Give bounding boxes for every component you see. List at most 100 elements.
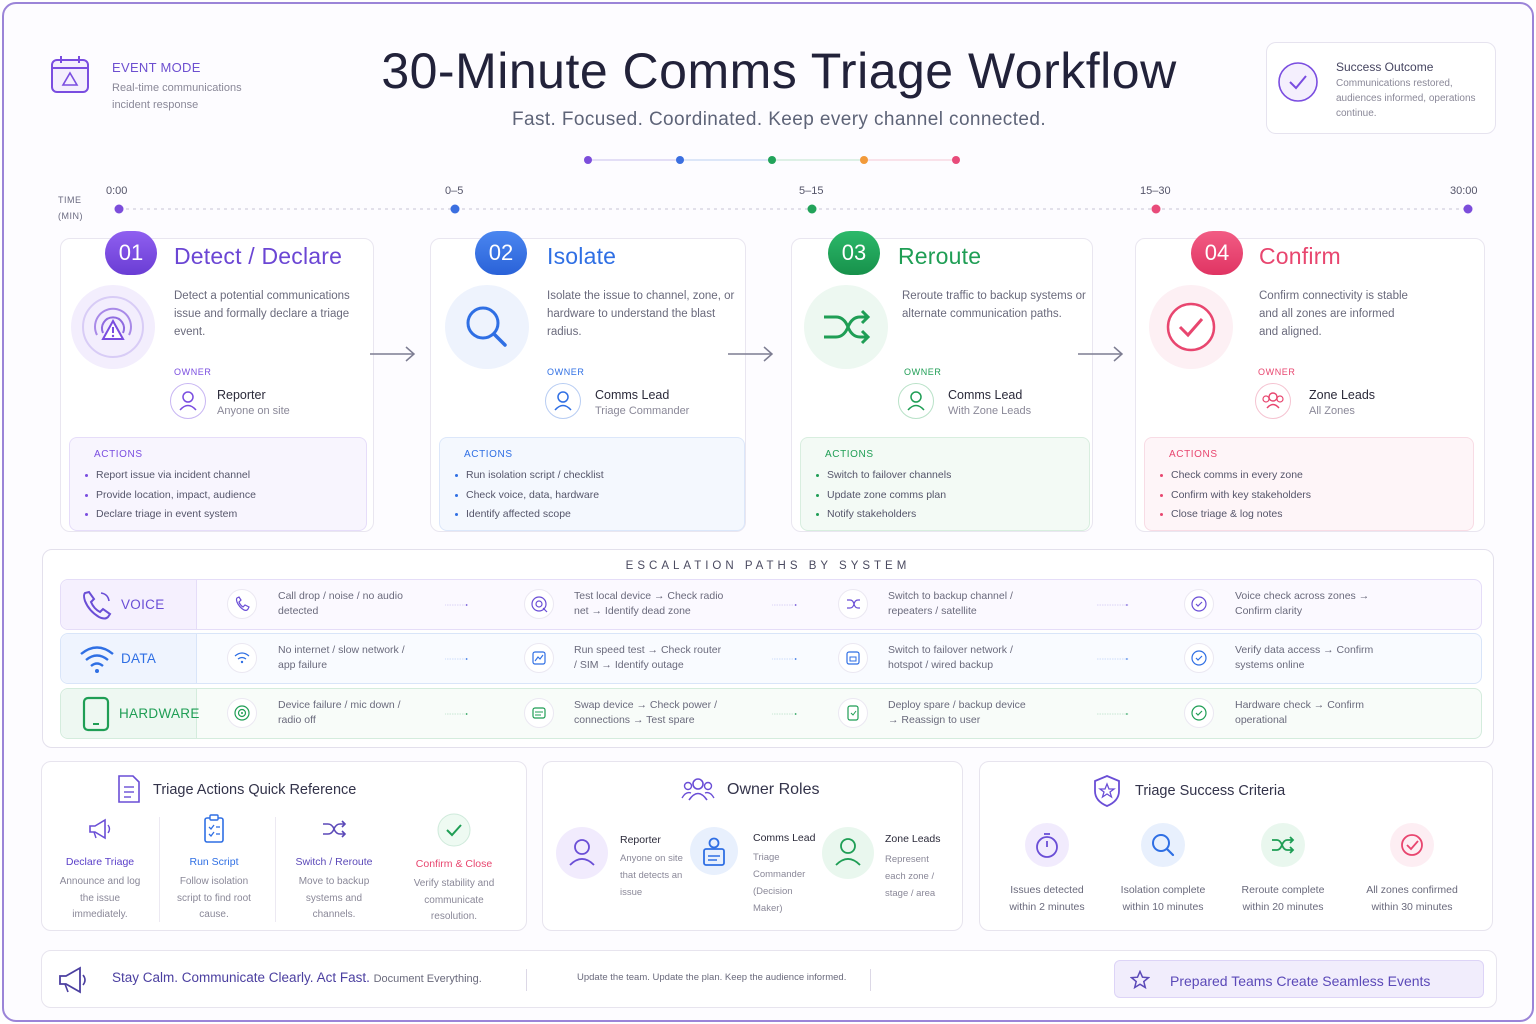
action-item: Switch to failover channels	[815, 466, 951, 486]
page-subtitle: Fast. Focused. Coordinated. Keep every c…	[512, 109, 1046, 130]
system-label-hardware: HARDWARE	[61, 689, 199, 738]
escalation-row-voice: VOICE Call drop / noise / no audio detec…	[60, 579, 1482, 630]
user-icon	[898, 383, 934, 419]
action-item: Report issue via incident channel	[84, 466, 256, 486]
footer-mid-text: Update the team. Update the plan. Keep t…	[577, 972, 847, 983]
radio-signal-icon	[227, 698, 257, 728]
step-text: No internet / slow network / app failure	[278, 644, 405, 671]
role-desc: Triage Commander (Decision Maker)	[753, 852, 806, 914]
user-icon	[170, 383, 206, 419]
quick-ref-item: Declare Triage Announce and log the issu…	[42, 812, 158, 924]
owner-name: Zone Leads	[1309, 388, 1376, 402]
shuffle-icon	[1261, 823, 1305, 867]
step-text: Test local device → Check radio net → Id…	[574, 590, 724, 617]
quick-ref-desc: Verify stability and communicate resolut…	[413, 878, 495, 922]
success-title: Success Outcome	[1336, 60, 1434, 74]
actions-list: Report issue via incident channel Provid…	[84, 466, 256, 525]
footer-message: Stay Calm. Communicate Clearly. Act Fast…	[112, 970, 482, 985]
check-circle-icon	[1149, 285, 1233, 369]
phase-number-badge: 04	[1191, 231, 1243, 275]
timeline-marker	[1151, 204, 1161, 214]
step-text: Run speed test → Check router / SIM → Id…	[574, 644, 722, 671]
panel-title: Triage Success Criteria	[1135, 783, 1286, 799]
check-circle-icon	[1390, 823, 1434, 867]
phase-desc: Confirm connectivity is stable and all z…	[1259, 290, 1408, 338]
search-icon	[1141, 823, 1185, 867]
divider	[159, 817, 160, 922]
criteria-item: Isolation complete within 10 minutes	[1103, 822, 1223, 915]
owner-name: Comms Lead	[948, 388, 1023, 402]
divider-dot	[860, 156, 868, 164]
arrow-right-icon	[1078, 346, 1124, 362]
timeline-axis	[114, 204, 1473, 214]
dashed-arrow	[772, 604, 797, 606]
timeline-tick: 5–15	[799, 185, 824, 197]
timeline-label-time: TIME	[58, 195, 82, 205]
step-text: Voice check across zones → Confirm clari…	[1235, 590, 1370, 617]
phase-number-badge: 03	[828, 231, 880, 275]
step-text: Verify data access → Confirm systems onl…	[1235, 644, 1374, 671]
actions-list: Check comms in every zone Confirm with k…	[1159, 466, 1311, 525]
actions-box: ACTIONS Check comms in every zone Confir…	[1144, 437, 1474, 531]
action-item: Update zone comms plan	[815, 486, 951, 506]
timeline-tick: 0–5	[445, 185, 464, 197]
owner-sub: Triage Commander	[595, 405, 690, 417]
clipboard-check-icon	[204, 814, 224, 843]
footer-tagline: Prepared Teams Create Seamless Events	[1170, 973, 1431, 989]
divider-dot	[952, 156, 960, 164]
criteria-item: Reroute complete within 20 minutes	[1223, 822, 1343, 915]
actions-list: Switch to failover channels Update zone …	[815, 466, 951, 525]
quick-ref-item: Switch / Reroute Move to backup systems …	[276, 812, 392, 924]
dashed-arrow	[445, 713, 468, 715]
step-text: Swap device → Check power / connections …	[574, 699, 717, 726]
wifi-icon	[80, 646, 114, 673]
megaphone-icon	[89, 818, 111, 840]
quick-reference-panel: Triage Actions Quick Reference Declare T…	[41, 761, 527, 931]
check-circle-icon	[1184, 698, 1214, 728]
action-item: Notify stakeholders	[815, 505, 951, 525]
quick-ref-name: Declare Triage	[65, 856, 135, 868]
phase-card-isolate: 02 Isolate Isolate the issue to channel,…	[430, 231, 746, 532]
quick-ref-desc: Announce and log the issue immediately.	[59, 876, 141, 920]
role-desc: Anyone on site that detects an issue	[620, 853, 683, 898]
arrow-right-icon	[728, 346, 774, 362]
phase-title: Detect / Declare	[174, 243, 343, 269]
calendar-alert-icon	[50, 54, 92, 96]
phase-title: Isolate	[547, 243, 617, 269]
radio-target-icon	[524, 589, 554, 619]
phase-card-reroute: 03 Reroute Reroute traffic to backup sys…	[791, 231, 1093, 532]
phase-desc: Detect a potential communications issue …	[174, 290, 350, 338]
success-criteria-panel: Triage Success Criteria Issues detected …	[979, 761, 1493, 931]
action-item: Check comms in every zone	[1159, 466, 1311, 486]
criteria-desc: Issues detected within 2 minutes	[1009, 884, 1085, 913]
divider	[275, 817, 276, 922]
owner-name: Comms Lead	[595, 388, 670, 402]
timeline-marker	[450, 204, 460, 214]
actions-box: ACTIONS Report issue via incident channe…	[69, 437, 367, 531]
user-icon	[545, 383, 581, 419]
footer-main-text: Stay Calm. Communicate Clearly. Act Fast…	[112, 970, 370, 985]
actions-box: ACTIONS Switch to failover channels Upda…	[800, 437, 1090, 531]
stopwatch-icon	[1025, 823, 1069, 867]
system-label-voice: VOICE	[61, 580, 197, 629]
badge-user-icon	[690, 827, 738, 875]
panel-title: Triage Actions Quick Reference	[153, 782, 357, 798]
phase-number-badge: 01	[105, 231, 157, 275]
phone-icon	[83, 590, 112, 620]
document-icon	[118, 775, 140, 803]
event-mode-title: EVENT MODE	[112, 60, 201, 75]
divider-dot	[676, 156, 684, 164]
dashed-arrow	[1097, 658, 1129, 660]
timeline-marker	[114, 204, 124, 214]
shield-star-icon	[1094, 775, 1120, 807]
actions-list: Run isolation script / checklist Check v…	[454, 466, 604, 525]
panel-title: Owner Roles	[727, 781, 820, 798]
owner-sub: Anyone on site	[217, 405, 290, 417]
criteria-item: All zones confirmed within 30 minutes	[1352, 822, 1472, 915]
owner-roles-panel: Owner Roles Reporter Anyone on site that…	[542, 761, 963, 931]
device-swap-icon	[524, 698, 554, 728]
page-title: 30-Minute Comms Triage Workflow	[381, 43, 1177, 99]
divider	[526, 969, 527, 991]
dashed-arrow	[1097, 713, 1129, 715]
